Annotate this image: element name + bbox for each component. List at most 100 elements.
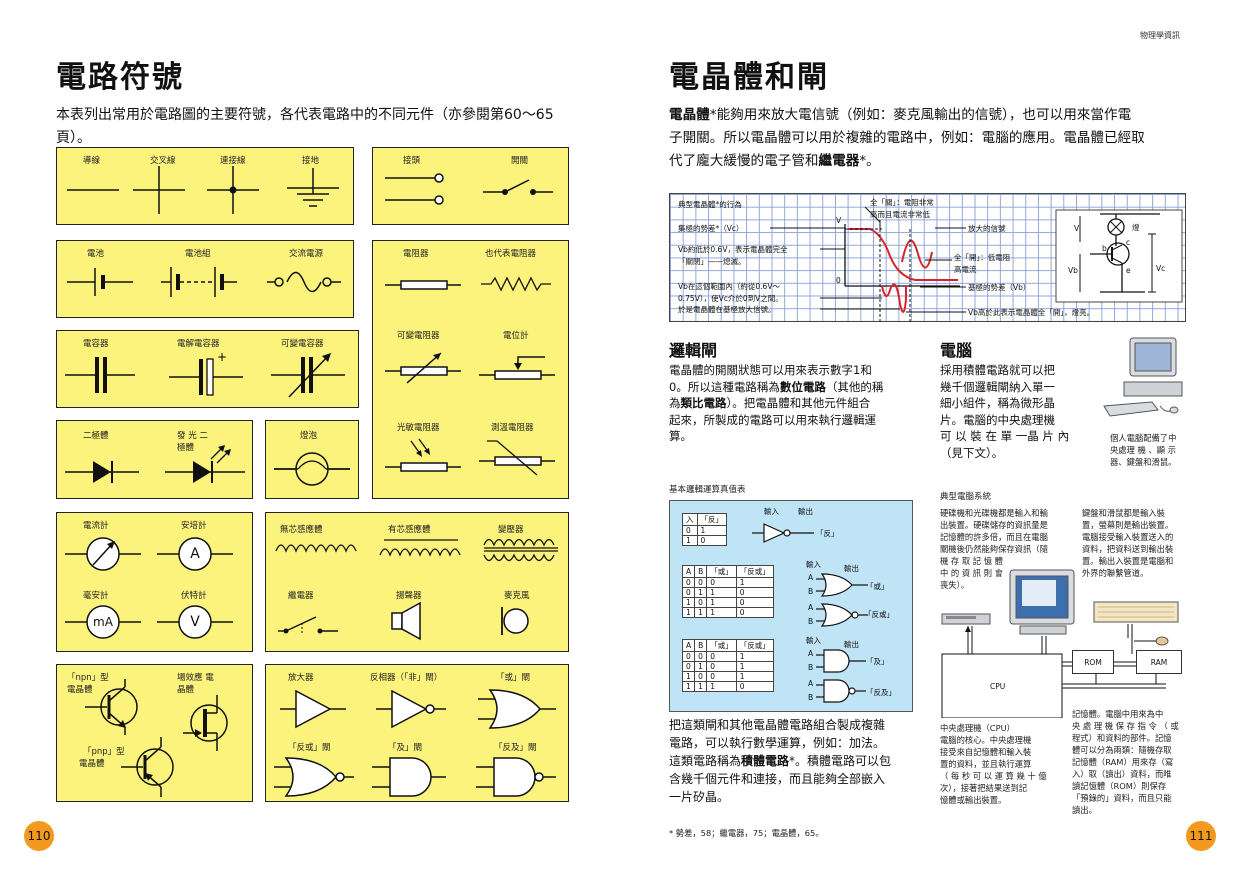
logic-gates-text: 電晶體的開關狀態可以用來表示數字1和 0。所以這種電路稱為數位電路（其他的稱 為… — [669, 362, 919, 445]
lamp-symbol — [274, 451, 350, 487]
symbol-box-inductors: 無芯感應體 有芯感應體 變壓器 繼電器 揚聲器 麥克風 — [265, 512, 569, 652]
graph-annotation: 「關閉」——熄滅。 — [678, 257, 746, 266]
ic-text-line: 電路，可以執行數學運算，例如：加法。 — [669, 736, 886, 750]
graph-annotation: 高電流 — [954, 265, 977, 274]
ic-text-line: 這類電路稱為 — [669, 754, 742, 768]
symbol-box-resistors: 電阻器 也代表電阻器 可變電阻器 電位計 光敏電阻器 測溫電阻器 — [372, 240, 569, 499]
table-header: B — [694, 639, 708, 652]
input-b-label: B — [808, 693, 814, 702]
capacitor-symbol — [65, 355, 135, 395]
milliammeter-label: 毫安計 — [83, 591, 109, 601]
npn-transistor-symbol — [85, 679, 149, 735]
nand-gate-label: 「反及」閘 — [494, 743, 537, 753]
ldr-symbol — [385, 437, 461, 477]
intro-bold: 電晶體 — [669, 107, 710, 123]
symbol-box-lamp: 燈泡 — [265, 420, 359, 499]
table-header: A — [681, 639, 696, 652]
description-line: 讀記憶體（ROM）則保存 — [1072, 781, 1167, 791]
resistor-symbol — [385, 279, 461, 291]
table-cell: 1 — [735, 661, 774, 672]
table-cell: 0 — [681, 587, 696, 598]
resistor-zigzag-symbol — [481, 276, 551, 292]
description-line: 記憶體（RAM）用來存（寫 — [1072, 757, 1174, 767]
running-header: 物理學資訊 — [1140, 31, 1180, 40]
milliammeter-letter: mA — [93, 615, 113, 629]
symbol-box-transistors: 「npn」型 電晶體 場效應 電 晶體 「pnp」型 電晶體 — [56, 664, 253, 802]
computer-text-line: 細小組件，稱為微形晶 — [940, 396, 1055, 410]
table-cell: 0 — [706, 661, 737, 672]
logic-text-line: 電晶體的開關狀態可以用來表示數字1和 — [669, 363, 872, 377]
description-line: 憶體或輸出裝置。 — [940, 795, 1007, 805]
ammeter-unit-label: 安培計 — [181, 521, 207, 531]
output-label: 輸出 — [844, 640, 859, 649]
switch-symbol — [483, 172, 555, 200]
or-gate-mini — [816, 573, 868, 597]
symbol-box-basic: 導線 交叉線 連接線 接地 — [56, 147, 354, 225]
input-b-label: B — [808, 617, 814, 626]
logic-gates-heading: 邏輯閘 — [669, 341, 718, 360]
table-cell: 0 — [694, 597, 708, 608]
pnp-label: 「pnp」型 — [83, 747, 125, 757]
description-line: 出裝置。硬碟儲存的資訊量是 — [940, 520, 1048, 530]
earth-label: 接地 — [302, 156, 320, 166]
table-cell: 1 — [681, 681, 696, 692]
transformer-label: 變壓器 — [498, 525, 524, 535]
table-header: 「或」 — [706, 639, 737, 652]
table-cell: 1 — [706, 607, 737, 618]
logic-bold: 數位電路 — [779, 379, 826, 394]
thermistor-label: 測溫電阻器 — [491, 423, 534, 433]
nor-gate-symbol — [274, 755, 354, 799]
ram-block: RAM — [1136, 650, 1182, 674]
galvanometer-symbol — [65, 535, 141, 573]
computer-system-title: 典型電腦系統 — [940, 492, 992, 502]
table-cell: 0 — [694, 577, 708, 588]
transistor-behaviour-graph: 典型電晶體*的行為 集極的勢差*（Vc） Vb約低於0.6V，表示電晶體完全 「… — [669, 193, 1186, 322]
diode-symbol — [65, 459, 139, 485]
input-b-label: B — [808, 587, 814, 596]
computer-text-line: 幾千個邏輯閘納入單一 — [940, 379, 1055, 394]
led-label: 極體 — [177, 443, 195, 453]
microphone-symbol — [498, 605, 544, 637]
air-inductor-symbol — [275, 539, 358, 553]
core-inductor-label: 有芯感應體 — [388, 525, 431, 535]
ammeter-label: 電流計 — [83, 521, 109, 531]
table-cell: 1 — [706, 587, 737, 598]
description-line: 鍵盤和滑鼠都是輸入裝 — [1082, 508, 1165, 518]
description-line: 央 處 理 機 保 存 指 令 （ 或 — [1072, 721, 1179, 731]
microphone-label: 麥克風 — [504, 591, 530, 601]
table-cell: 0 — [735, 607, 774, 618]
intro-text: 代了龐大緩慢的電子管和 — [669, 153, 819, 169]
voltmeter-symbol — [157, 603, 233, 641]
cpu-label: CPU — [990, 682, 1006, 691]
nand-gate-symbol — [476, 755, 560, 799]
gate-caption: 「反或」 — [864, 610, 894, 619]
cell-symbol — [67, 265, 133, 299]
led-label: 發 光 二 — [177, 431, 208, 441]
switch-label: 開關 — [511, 156, 529, 166]
potentiometer-label: 電位計 — [503, 331, 529, 341]
table-cell: 0 — [735, 597, 774, 608]
symbol-box-capacitors: 電容器 電解電容器 可變電容器 + — [56, 330, 359, 408]
table-cell: 0 — [706, 577, 737, 588]
graph-axis-label: V — [836, 216, 842, 225]
graph-annotation: 全「開」：低電阻 — [954, 253, 1011, 262]
symbol-box-diodes: 二極體 發 光 二 極體 — [56, 420, 253, 499]
table-cell: 1 — [694, 607, 708, 618]
voltmeter-letter: V — [190, 614, 200, 630]
description-line: 記憶體的許多倍，而且在電腦 — [940, 532, 1048, 542]
description-line: 置，螢幕則是輸出裝置。 — [1082, 520, 1174, 530]
table-cell: 1 — [681, 671, 696, 682]
amplifier-symbol — [280, 687, 356, 731]
logic-text-line: 起來，所製成的電路可以用來執行邏輯運 — [669, 412, 876, 427]
diode-label: 二極體 — [83, 431, 109, 441]
description-line: 資料，把資料送到輸出裝 — [1082, 544, 1174, 554]
symbol-box-meters: 電流計 安培計 A 毫安計 伏特計 mA V — [56, 512, 253, 652]
ldr-label: 光敏電阻器 — [397, 423, 440, 433]
circuit-label: c — [1126, 238, 1131, 247]
and-gate-mini — [816, 649, 866, 673]
variable-resistor-symbol — [385, 349, 461, 385]
ic-bold: 積體電路 — [741, 754, 790, 768]
symbol-box-switch: 接頭 開關 — [372, 147, 569, 225]
computer-text-line: 採用積體電路就可以把 — [940, 363, 1055, 377]
circuit-label: Vb — [1068, 266, 1078, 275]
